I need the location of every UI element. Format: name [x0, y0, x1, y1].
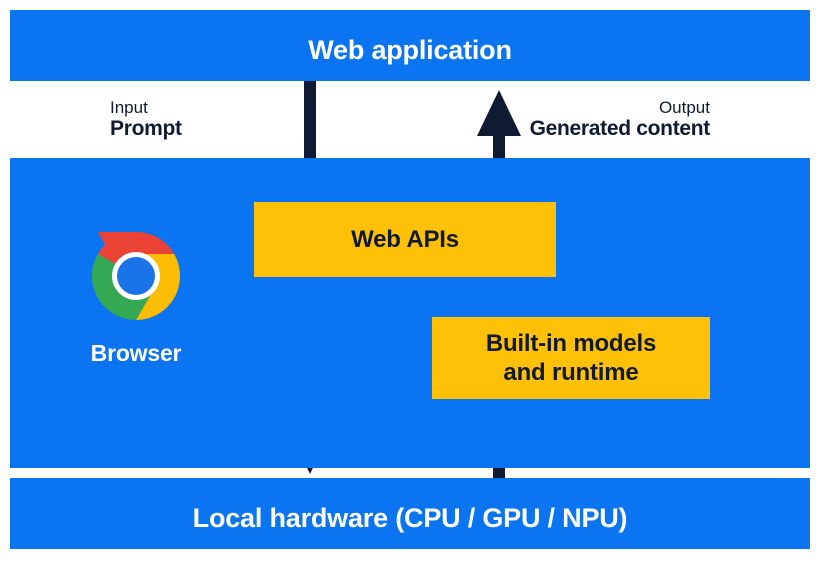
band-local-hardware: Local hardware (CPU / GPU / NPU) [10, 478, 810, 549]
local-hardware-label: Local hardware (CPU / GPU / NPU) [192, 503, 628, 533]
built-in-models-line1: Built-in models [485, 329, 657, 357]
input-kicker: Input [110, 98, 148, 117]
output-flow-label: Output Generated content [529, 98, 711, 141]
output-value: Generated content [529, 117, 711, 141]
chrome-logo [92, 232, 180, 320]
input-flow-label: Input Prompt [110, 98, 182, 141]
built-in-models-line2: and runtime [503, 359, 639, 386]
box-built-in-models[interactable]: Built-in models and runtime [432, 317, 710, 399]
web-application-label: Web application [308, 35, 512, 65]
browser-label: Browser [90, 340, 182, 366]
box-web-apis[interactable]: Web APIs [254, 202, 556, 277]
web-apis-label: Web APIs [351, 225, 459, 253]
built-in-models-label: Built-in models and runtime [485, 329, 657, 388]
input-value: Prompt [110, 117, 182, 141]
browser-block: Browser [58, 228, 214, 367]
band-web-application: Web application [10, 10, 810, 81]
output-kicker: Output [658, 98, 710, 117]
